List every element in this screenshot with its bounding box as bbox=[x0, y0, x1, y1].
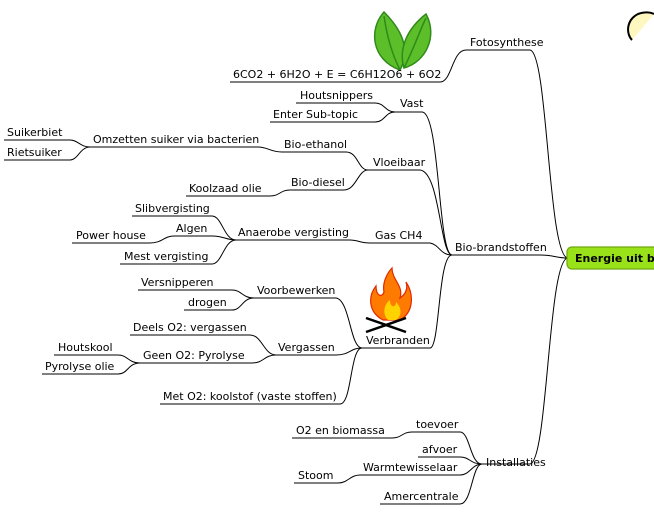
branch-amercentrale bbox=[380, 463, 483, 505]
fire-icon bbox=[365, 266, 412, 334]
branch-pyrolyse-olie bbox=[42, 362, 141, 375]
branch-vast bbox=[395, 111, 453, 256]
branch-anaerobe bbox=[236, 239, 371, 244]
branch-toevoer bbox=[412, 431, 483, 465]
branch-formula bbox=[230, 49, 467, 83]
branch-bio-diesel bbox=[290, 169, 369, 191]
topic-koolzaad-olie[interactable]: Koolzaad olie bbox=[189, 182, 262, 195]
topic-omzetten-suiker[interactable]: Omzetten suiker via bacterien bbox=[93, 133, 259, 146]
branch-gas-ch4 bbox=[370, 242, 453, 256]
branch-stoom bbox=[294, 474, 361, 484]
branch-verbranden bbox=[362, 254, 453, 349]
topic-drogen[interactable]: drogen bbox=[188, 296, 227, 309]
branch-vergassen bbox=[276, 347, 363, 356]
topic-amercentrale[interactable]: Amercentrale bbox=[384, 490, 459, 503]
branch-bio-brandstoffen bbox=[452, 254, 569, 259]
topic-met-o2[interactable]: Met O2: koolstof (vaste stoffen) bbox=[163, 390, 337, 403]
branch-power-house bbox=[72, 235, 175, 244]
branch-lines bbox=[4, 49, 569, 505]
topic-formula[interactable]: 6CO2 + 6H2O + E = C6H12O6 + 6O2 bbox=[233, 68, 441, 81]
branch-fotosynthese bbox=[466, 49, 569, 259]
branch-koolzaad bbox=[186, 189, 291, 197]
lightbulb-icon bbox=[627, 11, 654, 41]
topic-slibvergisting[interactable]: Slibvergisting bbox=[135, 202, 210, 215]
leaves-icon bbox=[373, 10, 432, 71]
branch-voorbewerken bbox=[254, 297, 363, 349]
topic-fotosynthese[interactable]: Fotosynthese bbox=[470, 36, 544, 49]
root-label: Energie uit b bbox=[575, 252, 654, 265]
topic-gas-ch4[interactable]: Gas CH4 bbox=[375, 229, 422, 242]
branch-houtsnippers bbox=[296, 102, 396, 113]
branch-omzetten bbox=[90, 146, 283, 153]
branch-deels-o2 bbox=[130, 334, 277, 356]
topic-pyrolyse-olie[interactable]: Pyrolyse olie bbox=[45, 360, 115, 373]
topic-vloeibaar[interactable]: Vloeibaar bbox=[373, 156, 426, 169]
topic-warmtewisselaar[interactable]: Warmtewisselaar bbox=[363, 461, 458, 474]
branch-houtskool bbox=[54, 354, 141, 364]
branch-suikerbiet bbox=[4, 139, 91, 148]
topic-voorbewerken[interactable]: Voorbewerken bbox=[257, 284, 335, 297]
topic-houtsnippers[interactable]: Houtsnippers bbox=[300, 89, 373, 102]
topic-o2-biomassa[interactable]: O2 en biomassa bbox=[296, 424, 385, 437]
branch-bio-ethanol bbox=[282, 151, 369, 171]
topic-afvoer[interactable]: afvoer bbox=[422, 443, 458, 456]
topic-verbranden[interactable]: Verbranden bbox=[366, 334, 430, 347]
branch-algen bbox=[174, 235, 237, 241]
topic-enter-subtopic[interactable]: Enter Sub-topic bbox=[273, 108, 358, 121]
topic-anaerobe-vergisting[interactable]: Anaerobe vergisting bbox=[238, 226, 349, 239]
branch-mest bbox=[120, 239, 237, 265]
topic-bio-ethanol[interactable]: Bio-ethanol bbox=[284, 138, 347, 151]
branch-versnipperen bbox=[138, 289, 255, 299]
topic-vergassen[interactable]: Vergassen bbox=[278, 341, 335, 354]
topic-suikerbiet[interactable]: Suikerbiet bbox=[7, 126, 63, 139]
topic-mest-vergisting[interactable]: Mest vergisting bbox=[124, 250, 209, 263]
topic-installaties[interactable]: Installaties bbox=[486, 456, 546, 469]
topic-deels-o2[interactable]: Deels O2: vergassen bbox=[133, 321, 247, 334]
branch-met-o2 bbox=[160, 347, 363, 405]
branch-installaties bbox=[482, 257, 569, 465]
topic-toevoer[interactable]: toevoer bbox=[416, 418, 459, 431]
topic-bio-diesel[interactable]: Bio-diesel bbox=[291, 176, 345, 189]
root-node[interactable]: Energie uit b bbox=[566, 246, 654, 270]
branch-slibvergisting bbox=[132, 215, 237, 241]
branch-enter-subtopic bbox=[270, 111, 396, 123]
topic-bio-brandstoffen[interactable]: Bio-brandstoffen bbox=[455, 241, 547, 254]
branch-o2-biomassa bbox=[292, 431, 413, 439]
branch-drogen bbox=[184, 297, 255, 311]
branch-afvoer bbox=[418, 456, 483, 465]
topic-vast[interactable]: Vast bbox=[400, 97, 424, 110]
branch-warmtewisselaar bbox=[360, 463, 483, 476]
topic-geen-o2[interactable]: Geen O2: Pyrolyse bbox=[143, 349, 245, 362]
branch-rietsuiker bbox=[4, 146, 91, 161]
root-node-box bbox=[566, 246, 654, 270]
topic-rietsuiker[interactable]: Rietsuiker bbox=[7, 146, 62, 159]
topic-versnipperen[interactable]: Versnipperen bbox=[141, 276, 214, 289]
branch-geen-o2 bbox=[140, 354, 277, 364]
topic-houtskool[interactable]: Houtskool bbox=[58, 341, 113, 354]
topic-power-house[interactable]: Power house bbox=[76, 229, 146, 242]
topic-stoom[interactable]: Stoom bbox=[298, 469, 333, 482]
topic-algen[interactable]: Algen bbox=[176, 222, 207, 235]
branch-vloeibaar bbox=[368, 169, 453, 256]
